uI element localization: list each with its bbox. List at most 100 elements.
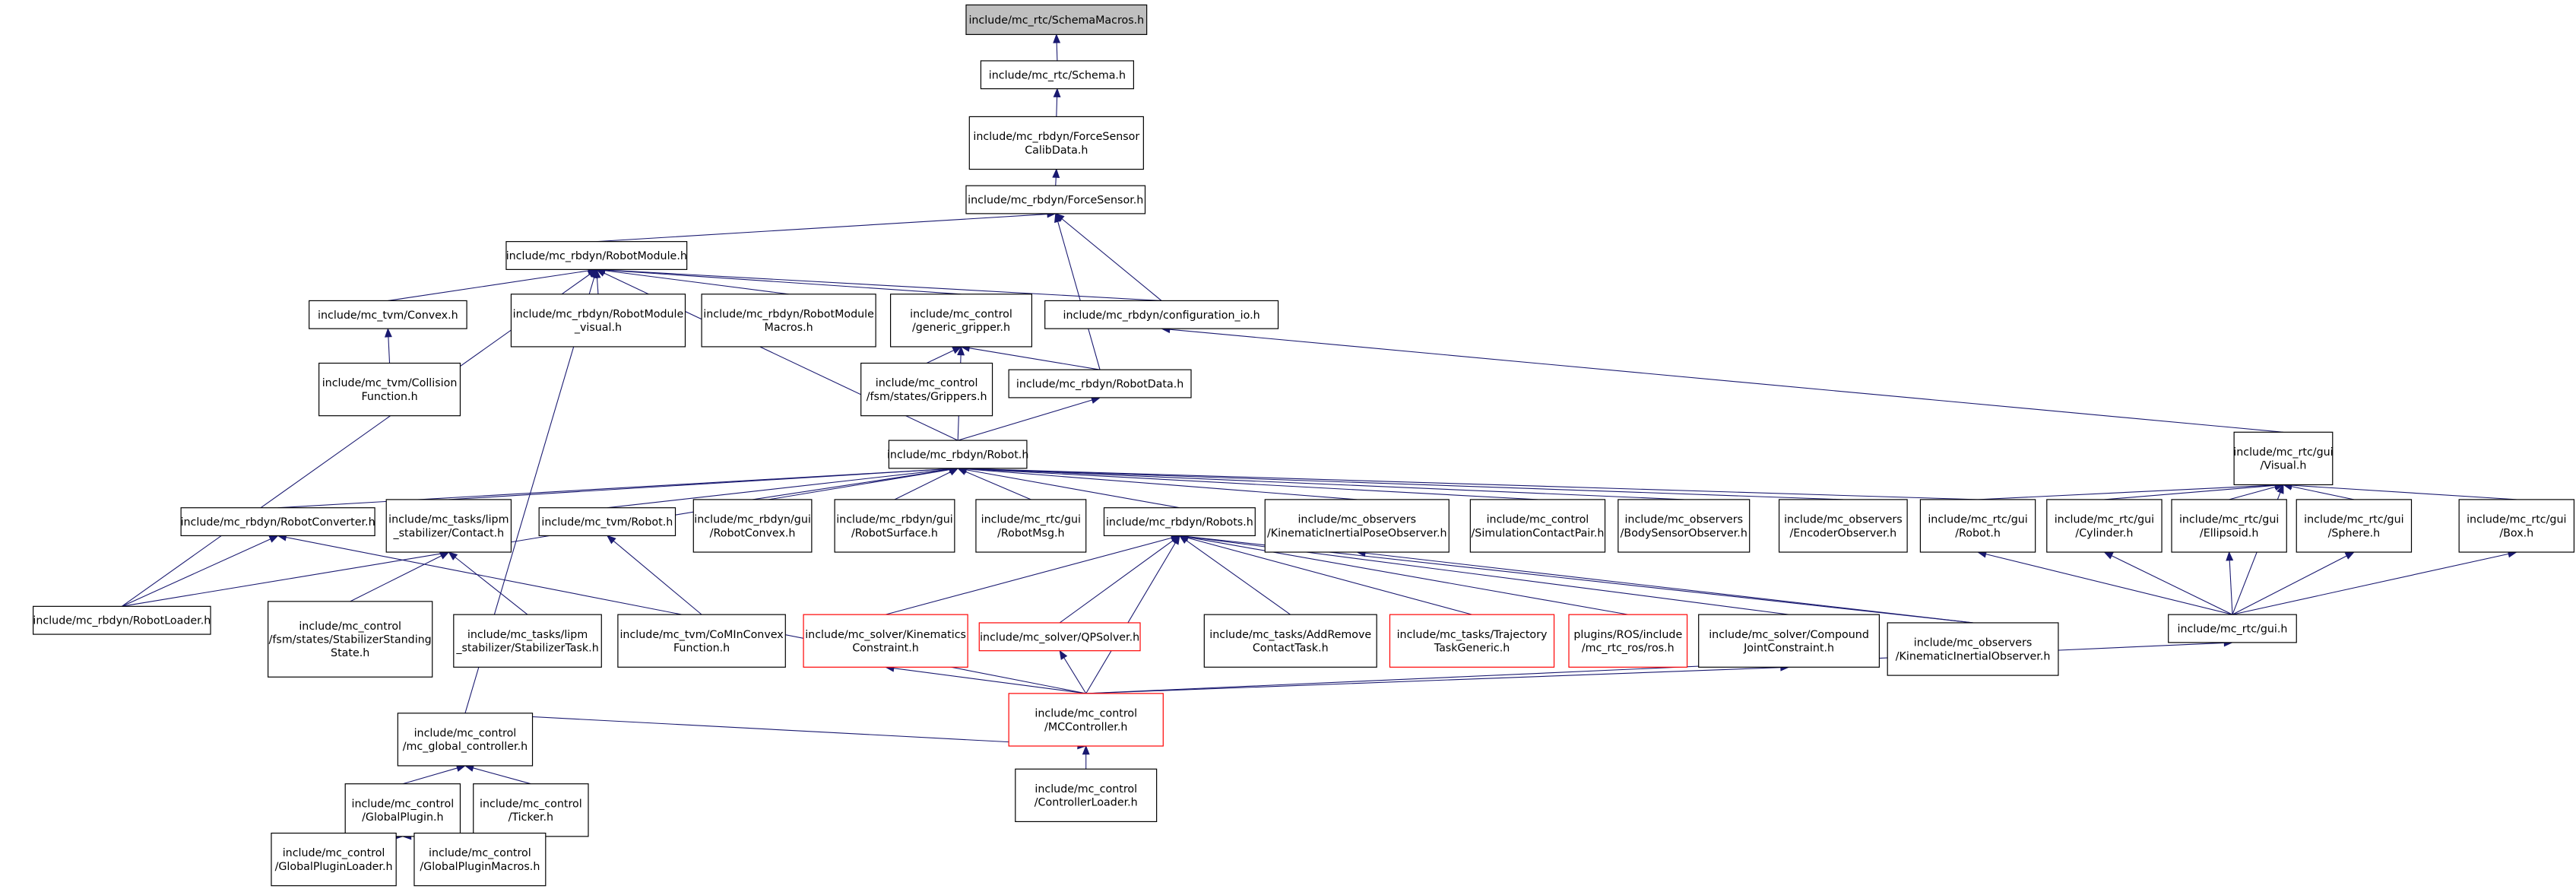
- file-node[interactable]: include/mc_observers/EncoderObserver.h: [1778, 499, 1908, 553]
- dependency-edge: [2232, 550, 2517, 615]
- file-node[interactable]: include/mc_tasks/lipm_stabilizer/Stabili…: [453, 614, 602, 668]
- file-node[interactable]: include/mc_rbdyn/RobotLoader.h: [33, 605, 211, 635]
- file-node[interactable]: include/mc_control/Ticker.h: [473, 783, 589, 837]
- file-node[interactable]: include/mc_rbdyn/Robots.h: [1103, 507, 1256, 537]
- dependency-edge: [606, 535, 702, 615]
- node-box: [978, 622, 1141, 652]
- node-label: /SimulationContactPair.h: [1471, 527, 1604, 539]
- file-node[interactable]: include/mc_control/fsm/states/Stabilizer…: [268, 601, 433, 678]
- node-box: [860, 362, 993, 417]
- arrowhead-icon: [384, 328, 392, 338]
- file-node[interactable]: include/mc_rtc/gui.h: [2168, 614, 2297, 643]
- node-box: [701, 294, 876, 348]
- file-node[interactable]: include/mc_rtc/gui/Robot.h: [1919, 499, 2036, 553]
- edge-line: [926, 350, 954, 364]
- node-label: /GlobalPlugin.h: [362, 811, 443, 824]
- file-node[interactable]: include/mc_rtc/gui/Visual.h: [2233, 431, 2334, 486]
- node-box: [397, 713, 534, 767]
- file-node[interactable]: include/mc_solver/QPSolver.h: [978, 622, 1141, 652]
- dependency-edge: [1054, 212, 1101, 370]
- node-label: /Cylinder.h: [2075, 527, 2133, 539]
- file-node[interactable]: include/mc_control/mc_global_controller.…: [397, 713, 534, 767]
- edge-line: [1186, 540, 1291, 615]
- node-label: /Robot.h: [1955, 527, 2001, 539]
- dependency-edge: [957, 465, 1684, 500]
- file-node[interactable]: include/mc_control/fsm/states/Grippers.h: [860, 362, 993, 417]
- file-node[interactable]: include/mc_control/SimulationContactPair…: [1469, 499, 1606, 553]
- file-node[interactable]: include/mc_rtc/gui/Box.h: [2458, 499, 2575, 553]
- edge-line: [965, 468, 1979, 500]
- dependency-edge: [1052, 168, 1060, 186]
- file-node[interactable]: include/mc_control/generic_gripper.h: [889, 294, 1033, 348]
- node-label: include/mc_tvm/Robot.h: [541, 516, 673, 529]
- node-box: [510, 294, 686, 348]
- file-node[interactable]: include/mc_rbdyn/Robot.h: [887, 440, 1028, 469]
- edge-line: [2229, 486, 2276, 500]
- file-node[interactable]: include/mc_tvm/Robot.h: [538, 507, 676, 537]
- node-box: [2168, 614, 2297, 643]
- file-node[interactable]: include/mc_observers/BodySensorObserver.…: [1618, 499, 1751, 553]
- node-label: include/mc_tasks/lipm: [467, 629, 588, 641]
- file-node[interactable]: include/mc_solver/CompoundJointConstrain…: [1698, 614, 1880, 668]
- edge-line: [2111, 555, 2233, 615]
- node-box: [1778, 499, 1908, 553]
- edge-line: [958, 399, 1092, 441]
- edge-line: [1055, 177, 1057, 186]
- file-node[interactable]: include/mc_tasks/lipm_stabilizer/Contact…: [385, 499, 512, 553]
- node-label: include/mc_rbdyn/ForceSensor: [973, 131, 1139, 143]
- file-node[interactable]: include/mc_rtc/SchemaMacros.h: [965, 4, 1148, 35]
- file-node[interactable]: include/mc_control/GlobalPluginLoader.h: [271, 832, 397, 887]
- node-label: include/mc_control: [429, 847, 531, 859]
- file-node[interactable]: include/mc_rbdyn/ForceSensor.h: [965, 185, 1146, 214]
- file-node[interactable]: include/mc_rbdyn/RobotModule.h: [505, 241, 688, 270]
- node-box: [2046, 499, 2163, 553]
- file-node[interactable]: include/mc_control/GlobalPluginMacros.h: [413, 832, 547, 887]
- node-label: /Ticker.h: [509, 811, 553, 824]
- node-box: [968, 116, 1144, 170]
- dependency-edge: [122, 535, 279, 607]
- file-node[interactable]: include/mc_control/ControllerLoader.h: [1015, 768, 1158, 823]
- node-label: include/mc_rbdyn/Robot.h: [887, 449, 1028, 461]
- file-node[interactable]: include/mc_rbdyn/configuration_io.h: [1044, 300, 1279, 329]
- nodes: include/mc_rtc/SchemaMacros.h include/mc_…: [33, 4, 2575, 887]
- edge-line: [2232, 553, 2509, 615]
- file-node[interactable]: include/mc_rbdyn/gui/RobotSurface.h: [834, 499, 955, 553]
- file-node[interactable]: include/mc_observers/KinematicInertialPo…: [1264, 499, 1450, 553]
- edge-line: [1063, 657, 1087, 694]
- file-node[interactable]: include/mc_rtc/gui/Ellipsoid.h: [2171, 499, 2287, 553]
- file-node[interactable]: include/mc_tvm/Convex.h: [309, 300, 467, 329]
- node-box: [965, 4, 1148, 35]
- node-box: [965, 185, 1146, 214]
- edge-line: [2291, 484, 2517, 500]
- node-label: include/mc_rtc/gui: [2467, 514, 2566, 526]
- dependency-edge: [1082, 745, 1090, 770]
- file-node[interactable]: include/mc_rtc/Schema.h: [980, 60, 1134, 90]
- file-node[interactable]: include/mc_observers/KinematicInertialOb…: [1887, 622, 2059, 676]
- file-node[interactable]: plugins/ROS/include/mc_rtc_ros/ros.h: [1568, 614, 1688, 668]
- file-node[interactable]: include/mc_control/GlobalPlugin.h: [344, 783, 461, 837]
- edge-line: [1985, 554, 2233, 615]
- file-node[interactable]: include/mc_rbdyn/gui/RobotConvex.h: [692, 499, 813, 553]
- arrowhead-icon: [2226, 551, 2234, 561]
- node-label: /Ellipsoid.h: [2200, 527, 2258, 539]
- file-node[interactable]: include/mc_rbdyn/RobotModule_visual.h: [510, 294, 686, 348]
- node-box: [2458, 499, 2575, 553]
- file-node[interactable]: include/mc_rtc/gui/Cylinder.h: [2046, 499, 2163, 553]
- arrowhead-icon: [1052, 168, 1060, 179]
- node-label: include/mc_control: [299, 621, 401, 633]
- edge-line: [2104, 484, 2276, 500]
- file-node[interactable]: include/mc_rtc/gui/RobotMsg.h: [975, 499, 1087, 553]
- file-node[interactable]: include/mc_rbdyn/RobotData.h: [1008, 369, 1192, 398]
- file-node[interactable]: include/mc_rtc/gui/Sphere.h: [2296, 499, 2413, 553]
- node-box: [980, 60, 1134, 90]
- file-node[interactable]: include/mc_rbdyn/RobotConverter.h: [180, 507, 375, 537]
- file-node[interactable]: include/mc_control/MCController.h: [1008, 693, 1164, 747]
- node-box: [1919, 499, 2036, 553]
